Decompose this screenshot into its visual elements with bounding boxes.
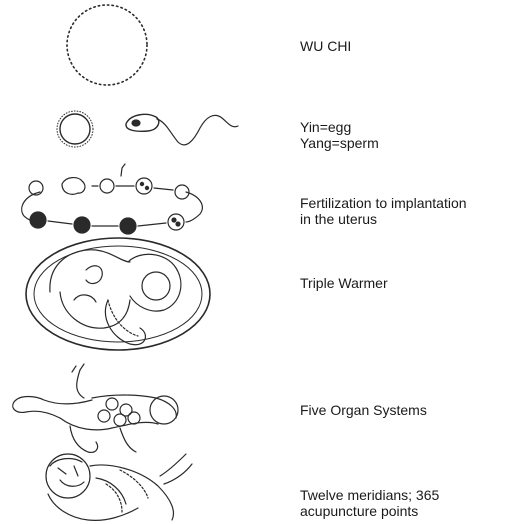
label-meridians: Twelve meridians; 365 acupuncture points: [300, 487, 439, 519]
label-five-organ: Five Organ Systems: [300, 402, 427, 418]
label-fertilization: Fertilization to implantation in the ute…: [300, 195, 467, 227]
curled-fetus-icon: [46, 454, 192, 520]
cell-division-cycle-icon: [22, 164, 203, 234]
sperm-icon: [126, 114, 238, 145]
dotted-circle-icon: [67, 5, 147, 85]
label-yin-yang: Yin=egg Yang=sperm: [300, 119, 379, 151]
infant-with-five-circles-icon: [13, 364, 178, 452]
label-triple-warmer: Triple Warmer: [300, 275, 388, 291]
label-wu-chi: WU CHI: [300, 38, 351, 54]
fetus-in-womb-icon: [26, 238, 210, 350]
egg-icon: [57, 111, 93, 147]
